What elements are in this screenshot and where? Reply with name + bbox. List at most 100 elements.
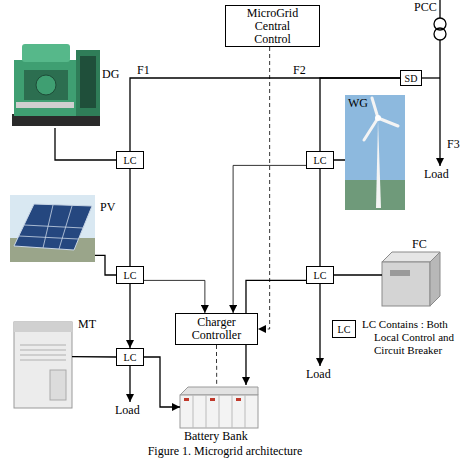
diesel-generator-illustration-part [14, 60, 78, 116]
pcc-label: PCC [414, 1, 437, 14]
solar-panel-illustration-part [14, 204, 92, 250]
microturbine-illustration-part [50, 370, 66, 400]
local-controller: LC [116, 348, 144, 366]
feeder-wire-part [434, 28, 446, 40]
battery-unit: Battery Bank [180, 385, 258, 429]
switch-box: SD [400, 70, 422, 86]
feeder-wire-part [319, 284, 320, 366]
pv-unit: PV [10, 195, 95, 262]
controller-box: Charger Controller [175, 313, 258, 345]
diesel-generator-illustration-part [76, 50, 100, 116]
feeder-label: F3 [447, 138, 460, 151]
power-line [334, 274, 382, 275]
power-line [144, 357, 180, 407]
microturbine-illustration-part [14, 322, 72, 332]
connector-group [55, 47, 400, 407]
power-line [319, 169, 320, 266]
box-text: SD [405, 72, 418, 85]
power-line [129, 284, 130, 348]
microturbine-unit: MT [14, 318, 72, 410]
wind-turbine-illustration-part [345, 95, 405, 210]
control-box: MicroGrid Central Control [225, 5, 320, 47]
feeder-wire-part [422, 77, 440, 78]
solar-panel-illustration [10, 195, 95, 262]
power-line [334, 159, 345, 160]
feeder-label: F1 [137, 64, 150, 77]
load-label: Load [115, 404, 140, 417]
diesel-generator-illustration [12, 44, 100, 126]
solar-panel-illustration-part [19, 205, 83, 249]
fuel-cell-unit: FC [382, 250, 440, 310]
wind-turbine-illustration-part [376, 120, 381, 208]
power-line [55, 128, 116, 160]
local-controller: LC [306, 266, 334, 284]
box-text: LC [338, 323, 351, 336]
box-text: LC [124, 269, 137, 282]
fuel-cell-illustration-part [390, 270, 410, 276]
battery-bank-illustration [180, 387, 258, 428]
power-line [95, 255, 116, 275]
diesel-generator-illustration-part [22, 44, 70, 62]
unit-label: MT [78, 318, 96, 331]
legend-box: LC [332, 320, 356, 338]
power-line [320, 78, 400, 151]
box-text: LC [314, 269, 327, 282]
box-text: LC [314, 154, 327, 167]
local-controller: LC [116, 151, 144, 169]
microturbine-illustration-part [20, 345, 66, 360]
box-text: LC [124, 351, 137, 364]
fuel-cell-illustration-part [430, 252, 440, 306]
local-controller: LC [306, 151, 334, 169]
power-line [129, 169, 130, 266]
local-controller: LC [116, 266, 144, 284]
box-text: Charger Controller [176, 316, 257, 342]
unit-label: WG [348, 97, 368, 110]
control-dashed-line [258, 47, 270, 329]
unit-label: Battery Bank [184, 430, 248, 443]
feeder-label: F2 [293, 64, 306, 77]
control-dashed-line [216, 345, 217, 385]
battery-bank-illustration-part [210, 398, 215, 401]
load-label: Load [424, 168, 449, 181]
diesel-generator-illustration-part [16, 102, 74, 108]
signal-line [144, 280, 205, 313]
fuel-cell-illustration [382, 252, 440, 306]
wind-turbine-illustration [345, 95, 405, 210]
feeder-wire-part [129, 366, 130, 402]
unit-label: PV [100, 201, 115, 214]
microturbine-illustration-part [14, 322, 72, 408]
battery-bank-illustration-part [193, 395, 245, 428]
unit-label: FC [412, 238, 427, 251]
power-line [72, 356, 116, 358]
fuel-cell-illustration-part [382, 262, 430, 306]
battery-bank-illustration-part [236, 398, 241, 401]
load-label: Load [306, 368, 331, 381]
solar-panel-illustration-part [10, 195, 95, 262]
battery-bank-illustration-part [180, 387, 258, 395]
microturbine-illustration [14, 322, 72, 408]
figure-caption: Figure 1. Microgrid architecture [0, 444, 450, 459]
note-text: LC Contains : Both Local Control and Cir… [362, 318, 467, 357]
battery-bank-illustration-part [180, 395, 258, 428]
wind-turbine-illustration-part [364, 98, 398, 140]
box-text: LC [124, 154, 137, 167]
wind-turbine-illustration-part [375, 115, 381, 121]
unit-label: DG [102, 68, 119, 81]
feeder-wire-part [439, 40, 440, 78]
feeder-wire-part [439, 78, 440, 166]
battery-bank-illustration-part [184, 398, 189, 401]
generator-unit: DG [10, 40, 100, 128]
wind-unit: WG [345, 95, 405, 210]
box-text: MicroGrid Central Control [242, 7, 303, 46]
signal-line [233, 165, 306, 313]
diesel-generator-illustration-part [24, 70, 68, 100]
wind-turbine-illustration-part [345, 180, 405, 210]
feeder-wire-part [439, 0, 440, 18]
diesel-generator-illustration-part [36, 75, 56, 95]
power-line [130, 78, 400, 151]
